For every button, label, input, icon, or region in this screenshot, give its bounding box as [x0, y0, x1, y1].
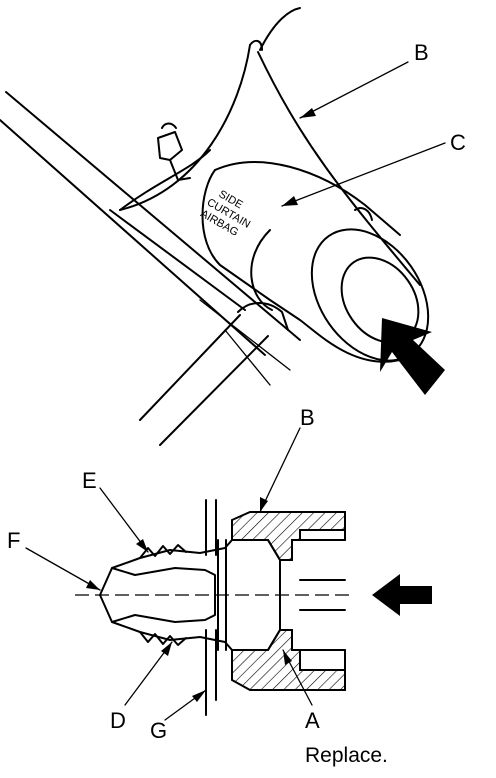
label-G: G	[150, 718, 167, 743]
clip-body	[99, 539, 281, 651]
fabric-clip	[157, 131, 183, 161]
airbag-fabric-right	[257, 51, 421, 286]
leader-B-bottom-head	[260, 497, 268, 512]
housing-upper	[231, 511, 346, 561]
fabric-clip-base	[169, 159, 191, 181]
fabric-clip-head	[161, 122, 177, 129]
label-A: A	[305, 708, 320, 733]
label-D: D	[110, 708, 126, 733]
leader-B-top	[299, 61, 409, 119]
push-arrow-top	[380, 318, 445, 395]
top-view: SIDE CURTAIN AIRBAG B C	[0, 7, 466, 446]
label-F: F	[7, 528, 20, 553]
airbag-tether	[259, 7, 301, 51]
airbag-fabric-bottom	[119, 149, 211, 211]
clip-inner	[111, 567, 216, 623]
leader-G-head	[192, 690, 206, 702]
leader-B-top-head	[300, 108, 316, 118]
label-B-top: B	[414, 40, 429, 65]
trim-edge-2	[159, 335, 269, 446]
airbag-label-group: SIDE CURTAIN AIRBAG	[198, 188, 252, 239]
section-view: B E F D G A Replace.	[7, 405, 432, 767]
leader-D-head	[161, 642, 172, 656]
label-C: C	[450, 130, 466, 155]
leader-E-head	[136, 539, 148, 552]
trim-edge-1	[139, 314, 241, 421]
leader-C-head	[282, 196, 298, 206]
leader-F	[25, 547, 101, 591]
leader-A-head	[283, 650, 292, 665]
replace-note: Replace.	[305, 744, 388, 767]
clip-flange	[217, 539, 227, 651]
pillar-edge-3	[109, 209, 246, 311]
inflator-body-top	[214, 161, 401, 236]
inflator-neck	[250, 229, 273, 311]
inflator-clip	[354, 207, 373, 221]
clip-teeth-lower	[139, 631, 187, 646]
airbag-fold	[249, 39, 263, 51]
leader-B-bottom	[259, 427, 301, 513]
clip-teeth-upper	[139, 544, 187, 559]
leader-C	[281, 142, 446, 207]
leader-F-head	[86, 580, 100, 590]
pillar-edge-4	[199, 299, 291, 371]
label-B-bottom: B	[300, 405, 315, 430]
airbag-fabric-left	[119, 44, 251, 211]
inflator-body-outline	[201, 169, 401, 363]
housing-inner-lines	[299, 539, 346, 651]
label-E: E	[82, 468, 97, 493]
push-arrow-bottom	[372, 574, 432, 616]
pillar-edge-1	[5, 91, 301, 341]
